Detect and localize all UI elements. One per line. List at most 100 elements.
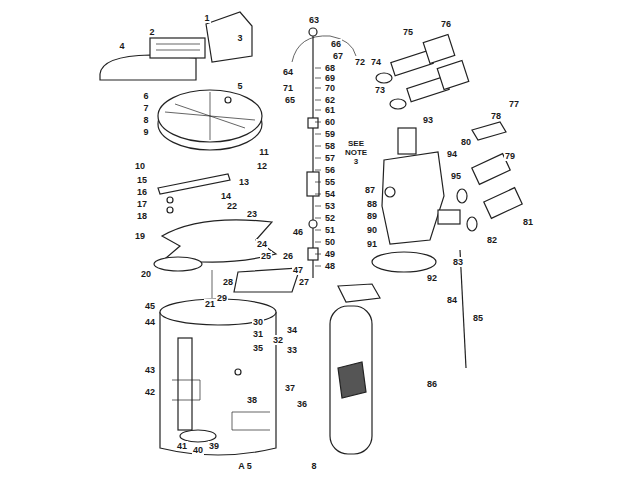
brine-tank — [160, 312, 276, 455]
brine-valve-rod — [312, 36, 313, 278]
callout-number: 80 — [460, 137, 472, 147]
callout-number: 72 — [354, 57, 366, 67]
leader-line — [315, 110, 321, 111]
callout-number: 84 — [446, 295, 458, 305]
leader-line — [315, 218, 321, 219]
callout-number: 6 — [142, 91, 149, 101]
callout-number: 85 — [472, 313, 484, 323]
callout-number: 78 — [490, 111, 502, 121]
callout-number: 76 — [440, 19, 452, 29]
callout-number: 73 — [374, 85, 386, 95]
leader-line — [315, 100, 321, 101]
callout-number: 31 — [252, 329, 264, 339]
callout-number: 18 — [136, 211, 148, 221]
callout-number: 51 — [324, 225, 336, 235]
callout-number: 94 — [446, 149, 458, 159]
callout-number: 52 — [324, 213, 336, 223]
callout-number: 27 — [298, 277, 310, 287]
control-valve — [438, 210, 460, 224]
callout-number: 37 — [284, 383, 296, 393]
bypass-valve — [437, 61, 469, 90]
callout-number: 65 — [284, 95, 296, 105]
callout-number: 95 — [450, 171, 462, 181]
callout-number: 62 — [324, 95, 336, 105]
pipe-fittings — [457, 189, 467, 203]
callout-number: 50 — [324, 237, 336, 247]
leader-line — [315, 158, 321, 159]
callout-number: 77 — [508, 99, 520, 109]
callout-number: 9 — [142, 127, 149, 137]
callout-number: 45 — [144, 301, 156, 311]
leader-line — [315, 88, 321, 89]
control-valve — [372, 252, 436, 272]
callout-number: 10 — [134, 161, 146, 171]
callout-number: 88 — [366, 199, 378, 209]
pipe-fittings — [472, 122, 506, 140]
callout-number: 3 — [236, 33, 243, 43]
callout-number: 57 — [324, 153, 336, 163]
brine-tank — [178, 338, 192, 430]
callout-number: 70 — [324, 83, 336, 93]
mineral-tank — [460, 250, 466, 368]
callout-number: 15 — [136, 175, 148, 185]
callout-number: 87 — [364, 185, 376, 195]
callout-number: 74 — [370, 57, 382, 67]
brine-valve-rod — [292, 36, 356, 62]
callout-number: 59 — [324, 129, 336, 139]
callout-number: 47 — [292, 265, 304, 275]
callout-number: 29 — [216, 293, 228, 303]
brine-valve-rod — [307, 172, 319, 196]
callout-number: 36 — [296, 399, 308, 409]
bypass-valve — [376, 35, 469, 109]
salt-cover — [206, 12, 252, 62]
brine-valve-rod — [309, 28, 317, 36]
callout-number: 83 — [452, 257, 464, 267]
callout-number: 79 — [504, 151, 516, 161]
tank-lid — [158, 90, 262, 142]
mineral-tank — [330, 250, 466, 454]
callout-number: 42 — [144, 387, 156, 397]
leader-line — [315, 78, 321, 79]
bypass-valve — [423, 35, 455, 64]
tank-lid — [225, 97, 231, 103]
leader-line — [315, 206, 321, 207]
salt-cover — [100, 12, 252, 80]
leader-line — [315, 230, 321, 231]
callout-number: 40 — [192, 445, 204, 455]
pipe-fittings — [484, 188, 522, 219]
callout-number: 25 — [260, 251, 272, 261]
callout-number: 16 — [136, 187, 148, 197]
callout-number: 5 — [236, 81, 243, 91]
tank-lid — [165, 92, 255, 140]
callout-number: 33 — [286, 345, 298, 355]
callout-number: 2 — [148, 27, 155, 37]
leader-line — [315, 266, 321, 267]
callout-number: 89 — [366, 211, 378, 221]
callout-number: 71 — [282, 83, 294, 93]
callout-number: 48 — [324, 261, 336, 271]
callout-number: 60 — [324, 117, 336, 127]
leader-line — [315, 182, 321, 183]
callout-number: 86 — [426, 379, 438, 389]
leader-line — [315, 254, 321, 255]
control-valve — [382, 152, 444, 244]
callout-number: 63 — [308, 15, 320, 25]
control-valve — [372, 128, 460, 272]
mineral-tank — [338, 362, 366, 398]
pipe-fittings — [467, 217, 477, 231]
callout-number: 35 — [252, 343, 264, 353]
callout-number: 68 — [324, 63, 336, 73]
callout-number: 23 — [246, 209, 258, 219]
callout-number: 8 — [310, 461, 317, 471]
bypass-valve — [390, 99, 406, 109]
callout-number: 4 — [118, 41, 125, 51]
callout-number: 38 — [246, 395, 258, 405]
leader-line — [315, 68, 321, 69]
salt-cover — [100, 55, 196, 80]
lid-hardware — [167, 207, 173, 213]
callout-number: 17 — [136, 199, 148, 209]
callout-number: 44 — [144, 317, 156, 327]
